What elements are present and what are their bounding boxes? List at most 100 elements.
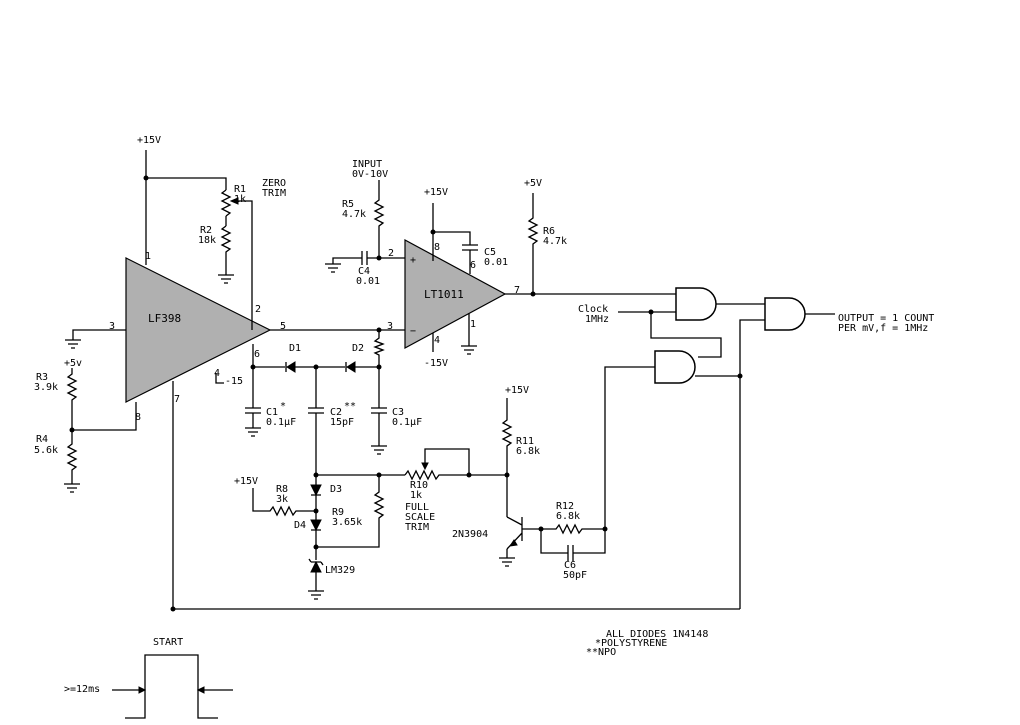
note-diodes: ALL DIODES 1N4148 — [606, 629, 708, 640]
c3-capacitor — [371, 367, 387, 455]
pulse-width-label: >=12ms — [64, 684, 100, 695]
lt1011-minus: − — [410, 326, 416, 337]
and-gate-2 — [654, 350, 696, 384]
r8-name: R8 — [276, 484, 288, 495]
note-npo: **NPO — [586, 647, 616, 658]
lt1011-pin3: 3 — [387, 321, 393, 332]
lf398-pin4-supply: -15 — [225, 376, 243, 387]
c1-mark: * — [280, 401, 286, 412]
r12-value: 6.8k — [556, 511, 580, 522]
q1-transistor — [499, 516, 541, 567]
r12-resistor — [541, 523, 605, 535]
r6-value: 4.7k — [543, 236, 567, 247]
d2-label: D2 — [352, 343, 364, 354]
c4-value: 0.01 — [356, 276, 380, 287]
r3-supply: +5v — [64, 358, 82, 369]
r10-value: 1k — [410, 490, 422, 501]
r5-value: 4.7k — [342, 209, 366, 220]
r8-value: 3k — [276, 494, 288, 505]
d1-label: D1 — [289, 343, 301, 354]
full-scale-trim-line1: FULL — [405, 502, 429, 513]
c4-capacitor — [325, 251, 379, 273]
c6-capacitor — [540, 529, 606, 561]
note-polystyrene: *POLYSTYRENE — [595, 638, 667, 649]
d2-diode — [345, 361, 356, 373]
r6-resistor — [527, 193, 539, 294]
r9-value: 3.65k — [332, 517, 362, 528]
c6-value: 50pF — [563, 570, 587, 581]
lt1011-pin1: 1 — [470, 319, 476, 330]
r10-potentiometer — [404, 448, 507, 481]
input-line1: INPUT — [352, 159, 382, 170]
r2-resistor — [218, 225, 234, 284]
r11-value: 6.8k — [516, 446, 540, 457]
lt1011-pin4: 4 — [434, 335, 440, 346]
r4-name: R4 — [36, 434, 48, 445]
c2-name: C2 — [330, 407, 342, 418]
r4-resistor — [64, 430, 80, 493]
full-scale-trim-line3: TRIM — [405, 522, 429, 533]
r11-resistor — [501, 398, 513, 517]
c1-name: C1 — [266, 407, 278, 418]
output-line1: OUTPUT = 1 COUNT — [838, 313, 934, 324]
lf398-amplifier: LF398 — [125, 257, 272, 403]
c2-capacitor — [308, 367, 324, 475]
r2-name: R2 — [200, 225, 212, 236]
lt1011-label: LT1011 — [424, 288, 464, 301]
r5-name: R5 — [342, 199, 354, 210]
lf398-label: LF398 — [148, 312, 181, 325]
lf398-pin6: 6 — [254, 349, 260, 360]
c2-value: 15pF — [330, 417, 354, 428]
c3-value: 0.1µF — [392, 417, 422, 428]
c4-name: C4 — [358, 266, 370, 277]
r11-name: R11 — [516, 436, 534, 447]
zero-trim-line2: TRIM — [262, 188, 286, 199]
supply-plus15-top: +15V — [137, 135, 161, 146]
lf398-pin7: 7 — [174, 394, 180, 405]
r3-value: 3.9k — [34, 382, 58, 393]
r1-potentiometer — [220, 189, 253, 330]
c5-name: C5 — [484, 247, 496, 258]
c3-name: C3 — [392, 407, 404, 418]
lt1011-pin8: 8 — [434, 242, 440, 253]
lt1011-vplus: +15V — [424, 187, 448, 198]
lf398-pin1: 1 — [145, 251, 151, 262]
zero-trim-line1: ZERO — [262, 178, 286, 189]
lm329-reference — [308, 558, 324, 600]
r8-resistor — [252, 488, 316, 517]
r3-name: R3 — [36, 372, 48, 383]
r9-name: R9 — [332, 507, 344, 518]
lt1011-pin7: 7 — [514, 285, 520, 296]
d3-label: D3 — [330, 484, 342, 495]
c6-name: C6 — [564, 560, 576, 571]
c5-value: 0.01 — [484, 257, 508, 268]
lt1011-comparator: LT1011 + − — [404, 238, 507, 350]
feedback-resistor — [373, 330, 385, 367]
lm329-label: LM329 — [325, 565, 355, 576]
lt1011-vminus: -15V — [424, 358, 448, 369]
r6-name: R6 — [543, 226, 555, 237]
input-line2: 0V-10V — [352, 169, 388, 180]
r10-name: R10 — [410, 480, 428, 491]
r9-resistor — [316, 475, 385, 548]
c1-value: 0.1µF — [266, 417, 296, 428]
c2-mark: ** — [344, 401, 356, 412]
r1-value: 1k — [234, 194, 246, 205]
lf398-pin2: 2 — [255, 304, 261, 315]
r1-name: R1 — [234, 184, 246, 195]
d3-diode — [310, 475, 322, 511]
and-gate-1 — [675, 287, 717, 321]
r2-value: 18k — [198, 235, 216, 246]
d4-label: D4 — [294, 520, 306, 531]
clock-line1: Clock — [578, 304, 608, 315]
supply-plus5: +5V — [524, 178, 542, 189]
r5-resistor — [373, 180, 405, 259]
output-line2: PER mV,f = 1MHz — [838, 323, 928, 334]
c1-capacitor — [245, 407, 261, 437]
and-gate-3 — [764, 297, 806, 331]
supply-plus15-r8: +15V — [234, 476, 258, 487]
supply-plus15-r11: +15V — [505, 385, 529, 396]
lf398-pin3: 3 — [109, 321, 115, 332]
r12-name: R12 — [556, 501, 574, 512]
